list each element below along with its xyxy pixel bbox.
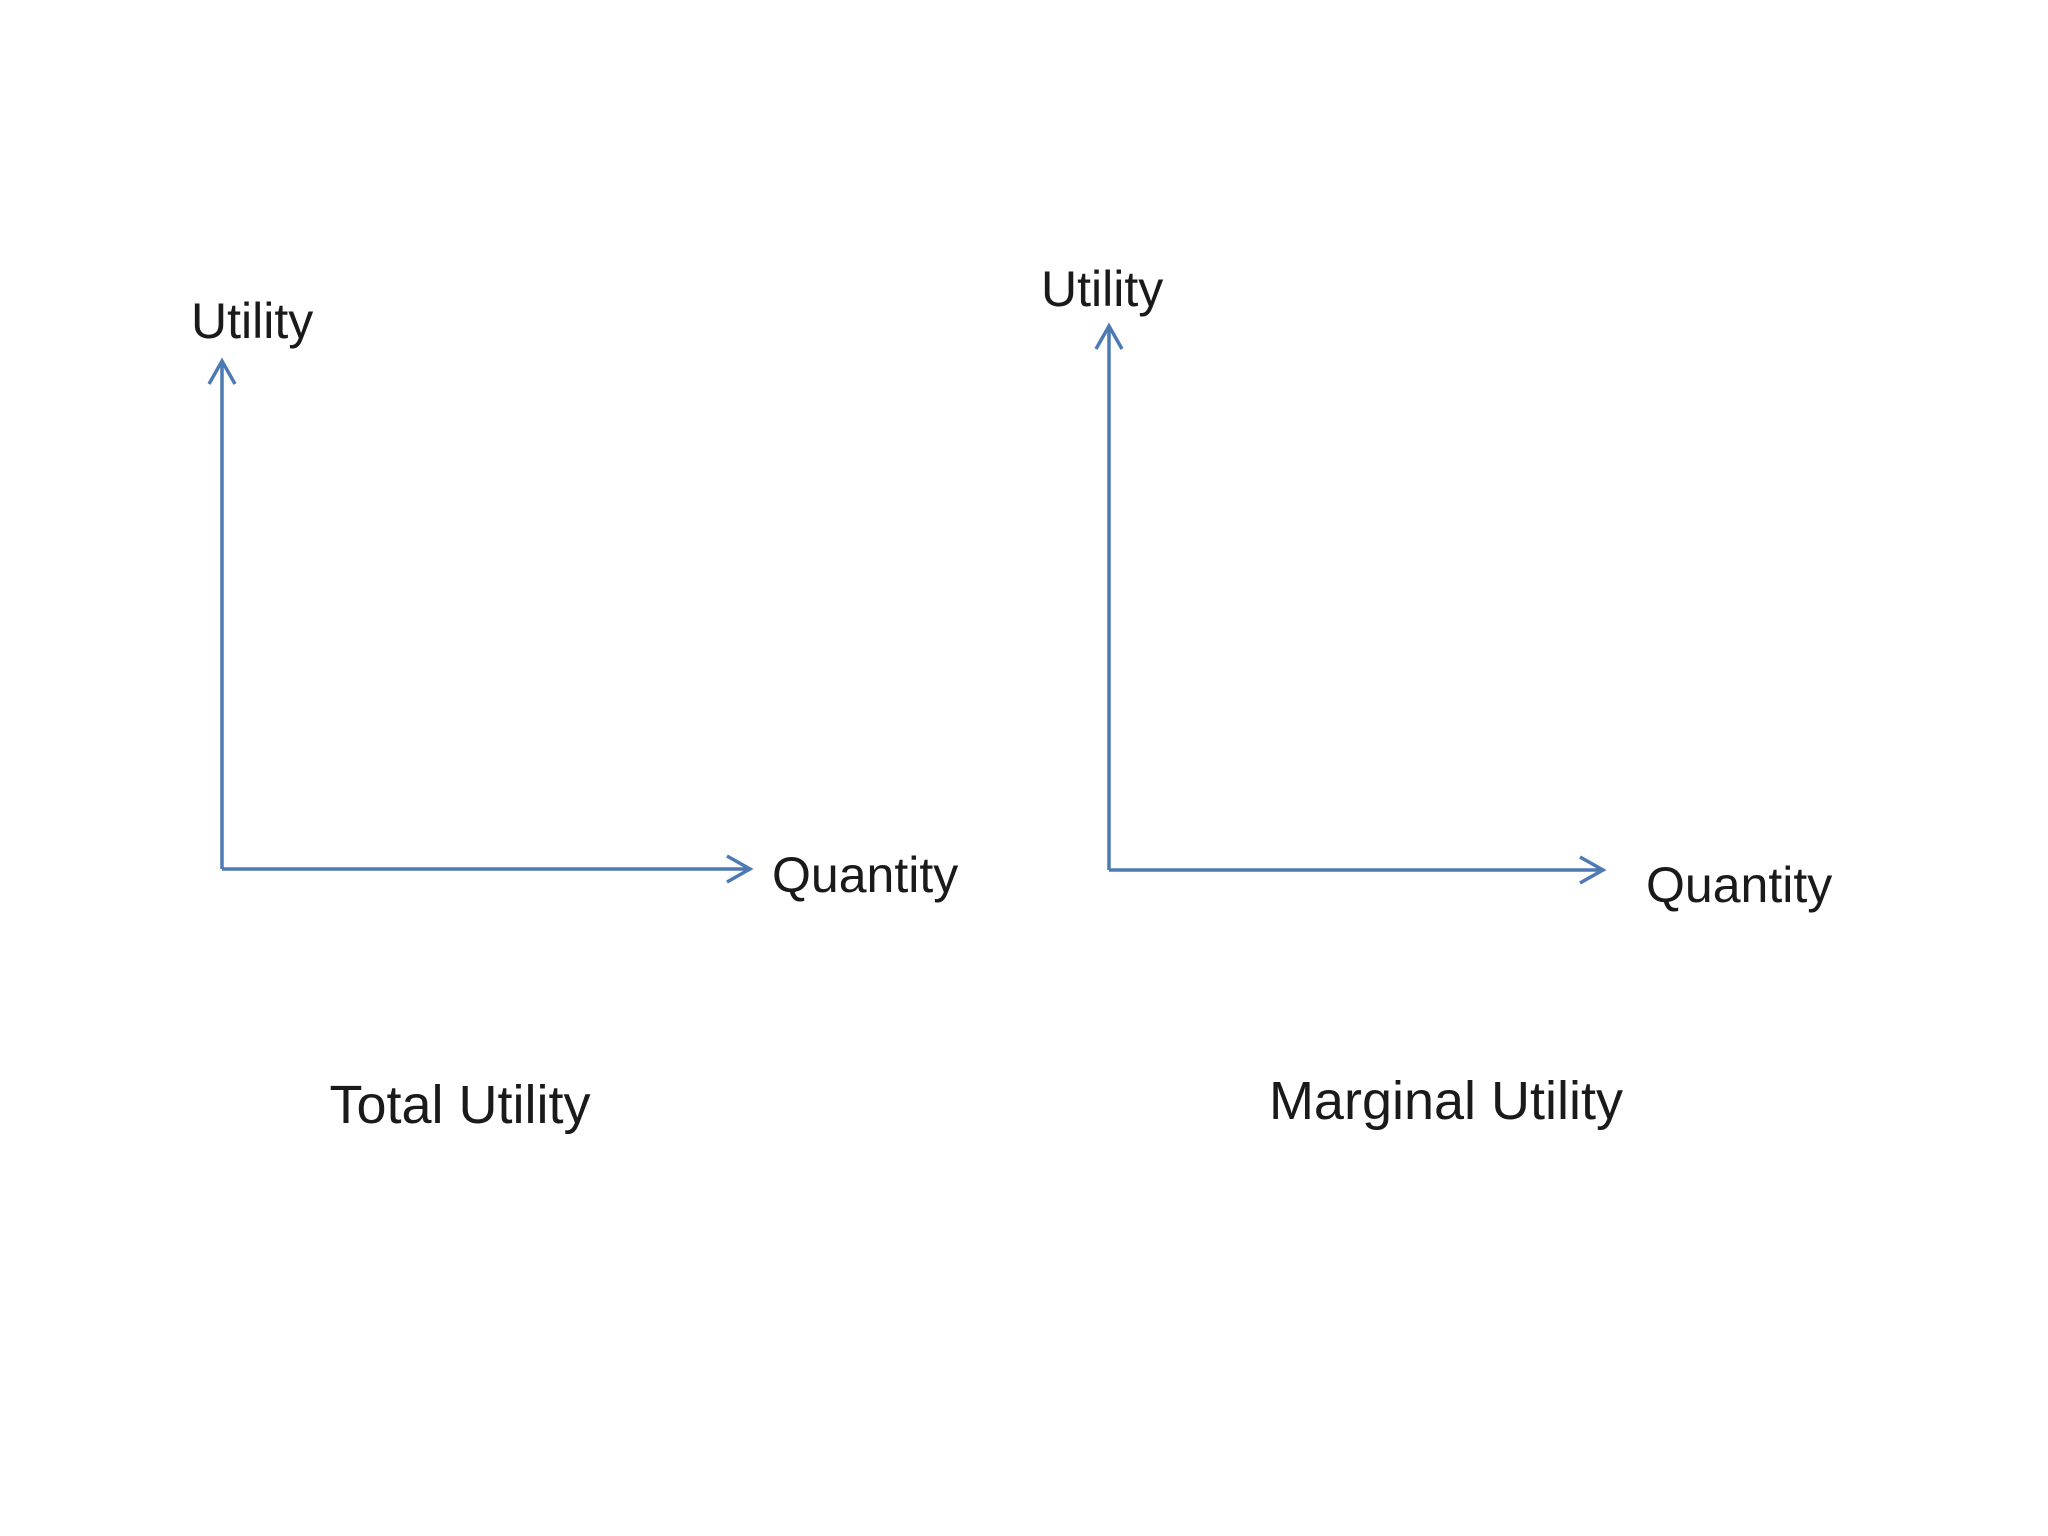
right-chart-y-axis-arrowhead-icon — [1094, 322, 1124, 350]
right-chart-caption: Marginal Utility — [1268, 1071, 1624, 1131]
left-chart-x-axis-label: Quantity — [772, 847, 959, 903]
left-chart-caption: Total Utility — [329, 1075, 591, 1135]
right-chart-x-axis-arrowhead-icon — [1579, 855, 1607, 885]
left-chart-x-axis-arrowhead-icon — [726, 854, 754, 884]
left-chart-y-axis-arrowhead-icon — [207, 357, 237, 385]
right-chart-y-axis-label: Utility — [1041, 261, 1164, 317]
left-chart-y-axis-label: Utility — [191, 293, 314, 349]
right-chart-x-axis-label: Quantity — [1646, 857, 1833, 913]
